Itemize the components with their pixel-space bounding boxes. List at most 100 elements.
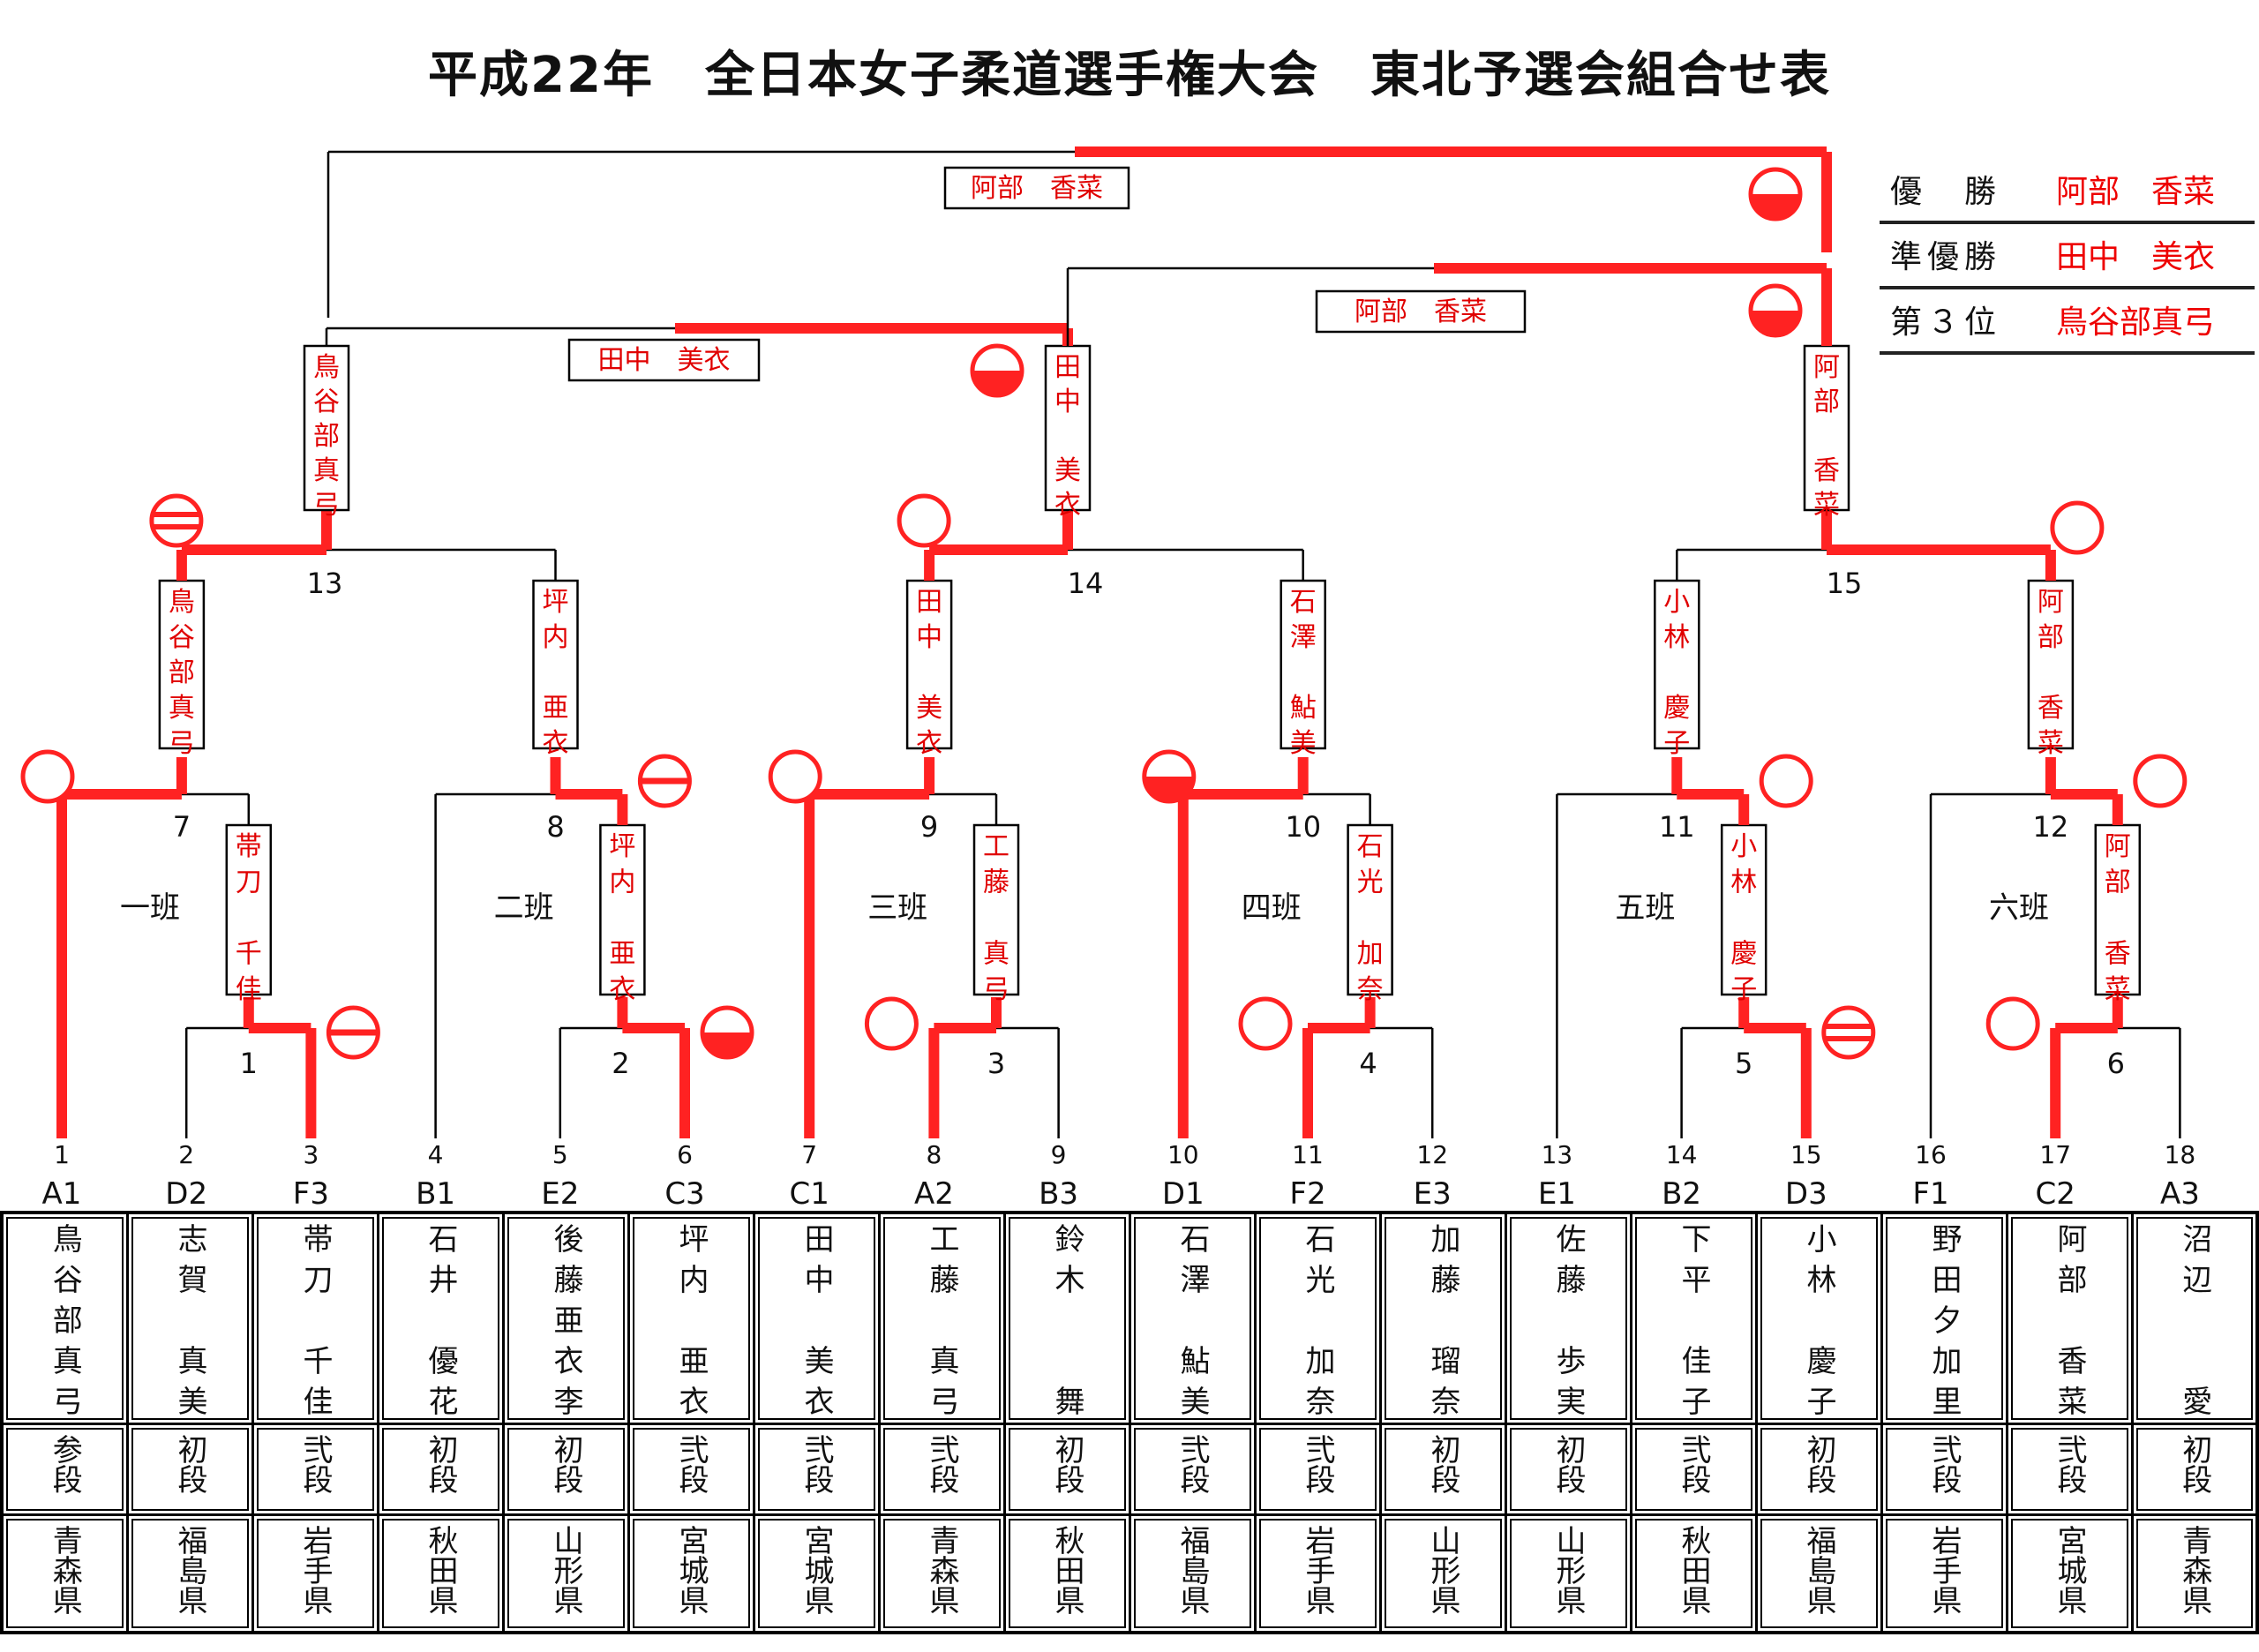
- winner-box-char: 真: [169, 693, 195, 724]
- table-cell: 加藤 瑠奈: [1378, 1211, 1507, 1425]
- winner-box-char: 子: [1730, 974, 1757, 1005]
- player-name: 加藤 瑠奈: [1425, 1223, 1460, 1415]
- table-cell: 野田夕加里: [1880, 1211, 2008, 1425]
- win-mark-icon: [1751, 194, 1800, 219]
- tournament-bracket: 1A12D23F34B15E26C37C18A29B310D111F212E31…: [20, 146, 2200, 1211]
- player-code: B1: [416, 1176, 455, 1211]
- player-code: C2: [2036, 1176, 2075, 1211]
- winner-box-char: 真: [983, 939, 1009, 970]
- table-cell: 坪内 亜衣: [627, 1211, 755, 1425]
- winner-box-char: 光: [1357, 867, 1384, 898]
- player-pref: 山形県: [548, 1525, 583, 1615]
- player-table: 鳥谷部真弓志賀 真美帯刀 千佳石井 優花後藤亜衣李坪内 亜衣田中 美衣工藤 真弓…: [0, 1211, 2259, 1634]
- player-name: 小林 慶子: [1801, 1223, 1836, 1415]
- winner-box-char: 谷: [169, 622, 195, 653]
- player-pref: 山形県: [1550, 1525, 1586, 1615]
- player-name: 石井 優花: [423, 1223, 458, 1415]
- player-number: 18: [2165, 1140, 2196, 1169]
- table-cell: 志賀 真美: [125, 1211, 254, 1425]
- winner-box-char: 中: [1054, 387, 1081, 417]
- player-rank: 初段: [1801, 1434, 1836, 1494]
- table-cell: 弐段: [752, 1423, 881, 1516]
- result-value: 鳥谷部真弓: [2056, 304, 2216, 341]
- win-mark-icon: [864, 996, 919, 1051]
- winner-box: [303, 344, 350, 512]
- match-number: 1: [240, 1047, 258, 1080]
- match-number: 7: [173, 810, 191, 844]
- table-cell: 小林 慶子: [1754, 1211, 1883, 1425]
- winner-box-char: 林: [1730, 867, 1757, 898]
- winner-box-char: 菜: [2105, 974, 2131, 1005]
- player-code: C3: [664, 1176, 704, 1211]
- winner-box-char: 坪: [609, 831, 635, 862]
- player-number: 13: [1542, 1140, 1573, 1169]
- winner-box-char: 部: [2038, 622, 2064, 653]
- winner-box-char: 菜: [2038, 728, 2064, 759]
- table-cell: 青森県: [877, 1513, 1006, 1634]
- table-cell: 初段: [125, 1423, 254, 1516]
- player-name: 鳥谷部真弓: [47, 1223, 83, 1415]
- player-number: 1: [54, 1140, 70, 1169]
- player-pref: 岩手県: [1926, 1525, 1962, 1615]
- player-name: 坪内 亜衣: [673, 1223, 709, 1415]
- winner-box-char: 石: [1357, 831, 1384, 862]
- table-cell: 秋田県: [1002, 1513, 1131, 1634]
- table-cell: 初段: [501, 1423, 630, 1516]
- group-label: 五班: [1615, 890, 1675, 926]
- win-mark-icon: [1144, 777, 1194, 802]
- win-mark-icon: [20, 749, 75, 804]
- player-rank: 初段: [423, 1434, 458, 1494]
- table-cell: 岩手県: [1880, 1513, 2008, 1634]
- winner-box-char: 澤: [1290, 622, 1317, 653]
- winner-box-char: 阿: [2105, 831, 2131, 862]
- player-code: A2: [914, 1176, 954, 1211]
- winner-box-char: 中: [916, 622, 942, 653]
- winner-box-char: 部: [1813, 387, 1840, 417]
- winner-box-char: 衣: [543, 728, 569, 759]
- player-rank: 初段: [1550, 1434, 1586, 1494]
- player-pref: 岩手県: [1300, 1525, 1335, 1615]
- player-code: C1: [790, 1176, 829, 1211]
- winner-box: [905, 579, 953, 750]
- player-code: F3: [293, 1176, 329, 1211]
- table-cell: 秋田県: [1629, 1513, 1758, 1634]
- winner-box-char: 帯: [236, 831, 262, 862]
- table-row: 青森県福島県岩手県秋田県山形県宮城県宮城県青森県秋田県福島県岩手県山形県山形県秋…: [0, 1513, 2259, 1634]
- match-number: 8: [546, 810, 564, 844]
- winner-box-char: 弓: [983, 974, 1009, 1005]
- win-mark-icon: [702, 1032, 752, 1057]
- final-box-text: 田中 美衣: [598, 345, 731, 376]
- table-cell: 青森県: [2130, 1513, 2259, 1634]
- player-number: 16: [1915, 1140, 1947, 1169]
- winner-box: [1044, 344, 1092, 512]
- table-cell: 初段: [1504, 1423, 1632, 1516]
- player-pref: 福島県: [1175, 1525, 1210, 1615]
- table-cell: 弐段: [251, 1423, 379, 1516]
- player-name: 帯刀 千佳: [297, 1223, 333, 1415]
- result-value: 田中 美衣: [2056, 239, 2216, 275]
- group-label: 二班: [494, 890, 554, 926]
- player-name: 田中 美衣: [799, 1223, 834, 1415]
- table-cell: 初段: [2130, 1423, 2259, 1516]
- winner-box-char: 子: [1663, 728, 1690, 759]
- player-rank: 弐段: [1300, 1434, 1335, 1494]
- win-mark-icon: [2050, 500, 2105, 555]
- player-rank: 弐段: [673, 1434, 709, 1494]
- match-number: 5: [1735, 1047, 1752, 1080]
- player-number: 17: [2039, 1140, 2071, 1169]
- table-cell: 初段: [1754, 1423, 1883, 1516]
- winner-box-char: 工: [983, 831, 1009, 862]
- group-label: 六班: [1989, 890, 2049, 926]
- player-name: 佐藤 歩実: [1550, 1223, 1586, 1415]
- table-cell: 佐藤 歩実: [1504, 1211, 1632, 1425]
- final-box-text: 阿部 香菜: [1355, 297, 1487, 327]
- table-cell: 鳥谷部真弓: [0, 1211, 129, 1425]
- winner-box-char: 香: [2105, 939, 2131, 970]
- win-mark-icon: [768, 749, 822, 804]
- player-number: 9: [1051, 1140, 1067, 1169]
- match-number: 14: [1068, 567, 1104, 600]
- table-cell: 参段: [0, 1423, 129, 1516]
- match-number: 11: [1659, 810, 1695, 844]
- winner-box-char: 阿: [1813, 352, 1840, 383]
- result-value: 阿部 香菜: [2056, 174, 2216, 210]
